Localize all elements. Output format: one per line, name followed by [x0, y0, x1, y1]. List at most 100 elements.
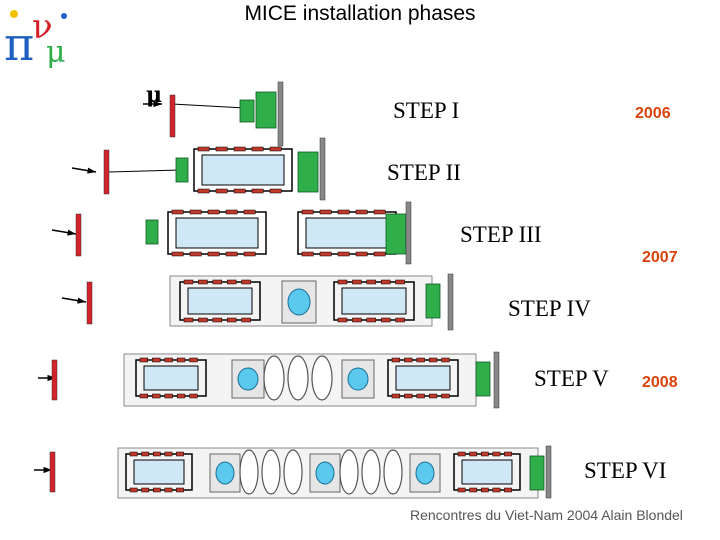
step4-tracker-downstream-coil-bottom [380, 317, 391, 323]
svg-text:π: π [4, 17, 34, 70]
step6-tracker-upstream-coil-top [141, 451, 150, 457]
step5-tracker-downstream [395, 365, 451, 391]
step1-green-block [255, 91, 277, 129]
step1-green-small [239, 99, 255, 123]
step2-tracker-coil-bottom [269, 188, 282, 194]
step2-green-exit [297, 151, 319, 193]
step3-tracker-upstream-coil-bottom [225, 251, 238, 257]
step6-tracker-upstream-coil-top [129, 451, 138, 457]
step4-tracker-downstream-coil-top [352, 279, 362, 285]
step4-beam-arrow-head [77, 297, 86, 304]
step3-tracker-downstream-coil-top [301, 209, 314, 215]
step2-gray-plate [319, 137, 326, 201]
step4-tracker-downstream [341, 287, 407, 315]
step-6-label: STEP VI [584, 458, 667, 483]
step5-tracker-upstream-coil-bottom [139, 393, 148, 399]
step3-tracker-upstream-coil-top [171, 209, 184, 215]
step6-rf-cavity-1 [239, 449, 259, 495]
step5-tracker-downstream-coil-bottom [416, 393, 425, 399]
step6-tracker-upstream-coil-top [164, 451, 173, 457]
step6-tracker-upstream-coil-bottom [129, 487, 138, 493]
step3-tracker-downstream-coil-bottom [301, 251, 314, 257]
step5-green-exit [475, 361, 491, 397]
step2-red-plate [103, 149, 110, 195]
step6-gray-plate [545, 445, 552, 499]
step2-beam-line [107, 169, 181, 173]
step4-tracker-downstream-coil-top [337, 279, 348, 285]
step5-red-plate [51, 359, 58, 401]
step2-tracker-coil-top [233, 146, 246, 152]
step4-tracker-downstream-coil-top [380, 279, 391, 285]
step4-tracker-upstream [187, 287, 253, 315]
step-2-label: STEP II [387, 160, 461, 185]
step3-red-plate [75, 213, 82, 257]
step4-tracker-downstream-coil-top [366, 279, 377, 285]
step1-beam-line [171, 103, 246, 109]
step5-tracker-downstream-coil-bottom [441, 393, 450, 399]
step4-tracker-downstream-coil-bottom [337, 317, 348, 323]
step6-rf-cavity-3 [283, 449, 303, 495]
step3-tracker-upstream-coil-top [243, 209, 256, 215]
step2-tracker-coil-bottom [233, 188, 246, 194]
step4-tracker-downstream-coil-bottom [366, 317, 377, 323]
step3-tracker-upstream-coil-top [207, 209, 220, 215]
step5-tracker-downstream-coil-top [441, 357, 450, 363]
step4-gray-plate [447, 273, 454, 331]
step4-tracker-upstream-coil-bottom [198, 317, 208, 323]
step5-tracker-upstream-coil-top [176, 357, 186, 363]
step4-tracker-upstream-coil-bottom [226, 317, 237, 323]
step6-tracker-upstream-coil-top [152, 451, 161, 457]
step3-green-exit [385, 213, 407, 255]
step3-tracker-upstream-coil-bottom [243, 251, 256, 257]
step3-tracker-downstream-coil-top [373, 209, 386, 215]
step6-tracker-downstream-coil-bottom [469, 487, 478, 493]
step2-tracker-coil-bottom [197, 188, 210, 194]
step2-beam-arrow-head [87, 167, 96, 174]
year-2006: 2006 [635, 105, 671, 122]
step4-tracker-downstream-coil-top [395, 279, 405, 285]
step5-tracker-downstream-coil-bottom [428, 393, 438, 399]
step5-tracker-upstream-coil-top [164, 357, 173, 363]
step6-tracker-downstream-coil-bottom [492, 487, 501, 493]
step5-tracker-downstream-coil-top [404, 357, 413, 363]
step2-tracker-coil-top [251, 146, 264, 152]
step2-tracker-coil-bottom [251, 188, 264, 194]
step6-rf-cavity-4 [339, 449, 359, 495]
step5-tracker-downstream-coil-top [391, 357, 400, 363]
step4-tracker-downstream-coil-bottom [395, 317, 405, 323]
step5-tracker-upstream-coil-bottom [164, 393, 173, 399]
step3-green-block [145, 219, 159, 245]
step3-tracker-upstream-coil-top [225, 209, 238, 215]
step5-rf-cavity-3 [311, 355, 333, 401]
step3-tracker-downstream-coil-top [319, 209, 332, 215]
step6-beam-arrow-head [43, 466, 52, 474]
step6-tracker-upstream-coil-bottom [141, 487, 150, 493]
step5-tracker-upstream-coil-bottom [152, 393, 161, 399]
step6-absorber-3 [415, 461, 435, 485]
step3-tracker-downstream-coil-bottom [337, 251, 350, 257]
step4-tracker-upstream-coil-bottom [241, 317, 251, 323]
step4-absorber [287, 288, 311, 316]
step-3-label: STEP III [460, 222, 542, 247]
step3-beam-arrow-head [67, 229, 76, 236]
step6-rf-cavity-2 [261, 449, 281, 495]
step6-tracker-upstream-coil-top [176, 451, 184, 457]
step1-gray-plate [277, 81, 284, 147]
step5-tracker-upstream-coil-top [152, 357, 161, 363]
step3-tracker-downstream [305, 217, 389, 249]
step3-tracker-downstream-coil-top [337, 209, 350, 215]
step6-green-exit [529, 455, 545, 491]
step4-tracker-upstream-coil-top [241, 279, 251, 285]
step5-tracker-downstream-coil-bottom [391, 393, 400, 399]
step5-absorber-upstream [237, 367, 259, 391]
step4-tracker-upstream-coil-bottom [183, 317, 194, 323]
step4-tracker-downstream-coil-bottom [352, 317, 362, 323]
step6-absorber-2 [315, 461, 335, 485]
svg-text:μ: μ [46, 35, 66, 70]
step6-tracker-downstream-coil-bottom [457, 487, 466, 493]
step5-tracker-downstream-coil-bottom [404, 393, 413, 399]
step6-tracker-downstream-coil-bottom [480, 487, 489, 493]
step6-tracker-downstream-coil-top [504, 451, 512, 457]
step4-tracker-upstream-coil-top [226, 279, 237, 285]
